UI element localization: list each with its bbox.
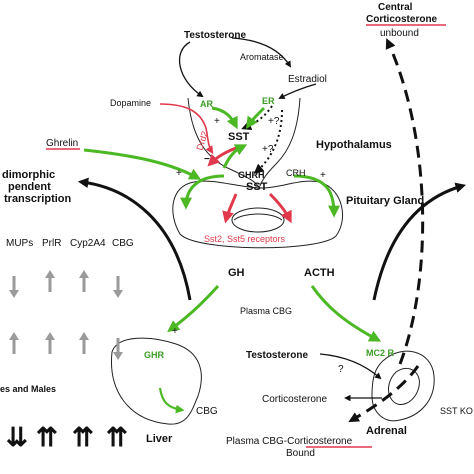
sst-inhibition-arrows — [207, 146, 292, 224]
gh-label: GH — [228, 267, 245, 279]
plus-ghrelin: + — [176, 168, 182, 179]
gene-cbg: CBG — [112, 238, 134, 249]
bottom-arrow-1: ⇊ — [6, 422, 28, 452]
liver-to-transcription-arrow — [77, 177, 192, 301]
left-pendent-label: pendent — [8, 181, 51, 193]
testosterone-top-label: Testosterone — [184, 30, 246, 41]
sst-pituitary-label: SST — [246, 181, 268, 193]
bottom-arrow-3: ⇈ — [72, 422, 94, 452]
bottom-arrow-2: ⇈ — [36, 422, 58, 452]
dopamine-label: Dopamine — [110, 98, 151, 108]
adrenal-label: Adrenal — [366, 425, 407, 437]
plus-ghr: + — [172, 326, 178, 337]
testosterone-adrenal-label: Testosterone — [246, 350, 308, 361]
gene-row-2-up-arrow-2 — [45, 332, 55, 354]
adrenal-to-right-arrow — [372, 182, 467, 301]
ghrh-arrows — [180, 144, 248, 210]
corticosterone-to-plasma-dashed-arrow — [348, 365, 420, 423]
testosterone-to-estradiol-arrow — [231, 37, 292, 68]
ghr-to-cbg-arrow — [158, 387, 185, 414]
estradiol-to-er-arrow — [278, 83, 317, 99]
aromatase-label: Aromatase — [240, 52, 284, 62]
gene-row-2-up-arrow-3 — [79, 332, 89, 354]
gene-cyp2a4: Cyp2A4 — [70, 238, 106, 249]
hypothalamus-outline — [187, 97, 301, 187]
gene-row-2 — [9, 332, 123, 360]
gene-row-1 — [9, 270, 123, 298]
mc2r-label: MC2 R — [366, 348, 395, 358]
bound-label: Bound — [286, 448, 315, 459]
plasma-cbg-corticosterone-label: Plasma CBG-Corticosterone — [226, 436, 353, 447]
er-to-sst-arrow — [246, 106, 266, 129]
liver-outline — [111, 337, 202, 425]
testosterone-to-ar-arrow — [179, 41, 204, 98]
sst-hypothalamus-label: SST — [228, 131, 250, 143]
left-dimorphic-label: dimorphic — [2, 169, 55, 181]
adrenal-outline — [371, 350, 435, 422]
estradiol-label: Estradiol — [288, 74, 327, 85]
gene-row-2-down-arrow-4 — [113, 338, 123, 360]
ghrelin-label: Ghrelin — [46, 138, 78, 149]
central-corticosterone-dashed-arrow — [385, 38, 425, 365]
gene-row-1-up-arrow-3 — [79, 270, 89, 292]
acth-label: ACTH — [304, 267, 335, 279]
gene-row-1-down-arrow-1 — [9, 276, 19, 298]
crh-arrow — [293, 174, 340, 218]
ghrh-label: GHRH — [238, 170, 265, 180]
testosterone-to-adrenal-arrow — [319, 353, 382, 380]
dopamine-to-drd2-arrow — [159, 103, 214, 154]
females-males-label: es and Males — [0, 384, 56, 394]
gene-row-1-up-arrow-2 — [45, 270, 55, 292]
minus-label: − — [204, 154, 210, 165]
question-label: ? — [338, 364, 344, 375]
unbound-label: unbound — [380, 28, 419, 39]
ghrelin-arrow — [83, 148, 202, 180]
er-label: ER — [262, 96, 275, 106]
gene-row-2-up-arrow-1 — [9, 332, 19, 354]
corticosterone-label: Corticosterone — [262, 394, 327, 405]
hypothalamus-label: Hypothalamus — [316, 139, 392, 151]
plus-crh: + — [320, 170, 326, 181]
ghr-label: GHR — [144, 350, 165, 360]
liver-label: Liver — [146, 433, 173, 445]
crh-label: CRH — [286, 168, 306, 178]
central-label: Central — [378, 2, 413, 13]
sst-ko-label: SST KO — [440, 406, 473, 416]
pituitary-label: Pituitary Gland — [346, 195, 424, 207]
ar-to-sst-arrow — [211, 106, 238, 130]
gene-prlr: PrlR — [42, 238, 61, 249]
gene-mups: MUPs — [6, 238, 33, 249]
plasma-cbg-label: Plasma CBG — [240, 306, 292, 316]
cbg-label: CBG — [196, 406, 218, 417]
plus-q-lower: +? — [262, 144, 274, 155]
acth-to-mc2r-arrow — [310, 285, 382, 342]
ar-label: AR — [200, 99, 213, 109]
central-corticosterone-label: Corticosterone — [366, 14, 438, 25]
left-transcription-label: transcription — [4, 193, 72, 205]
gh-to-ghr-arrow — [167, 284, 220, 333]
gene-row-1-down-arrow-4 — [113, 276, 123, 298]
bottom-arrow-4: ⇈ — [106, 422, 128, 452]
plus-q-er: +? — [268, 116, 280, 127]
plus-ar: + — [214, 116, 220, 127]
receptors-label: Sst2, Sst5 receptors — [204, 234, 286, 244]
